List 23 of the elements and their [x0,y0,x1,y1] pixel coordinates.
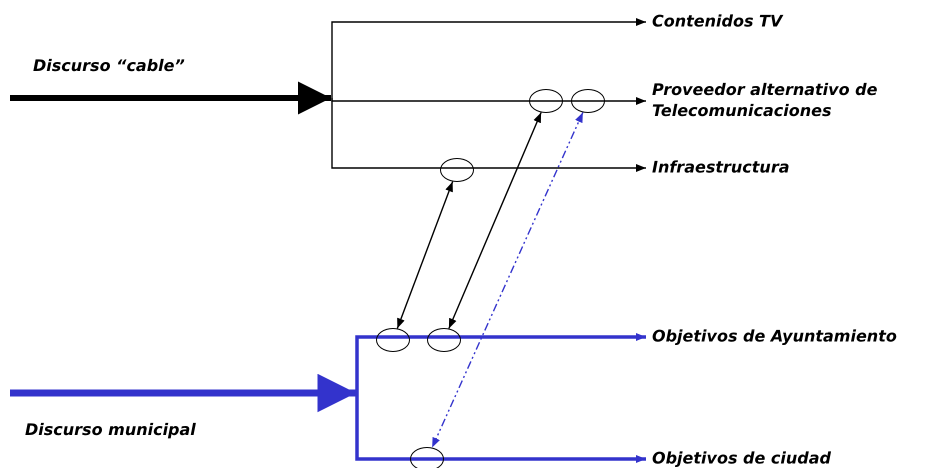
output-label: Infraestructura [652,158,790,178]
ellipse [410,447,444,468]
ellipse [440,158,474,182]
ellipse [376,328,410,352]
arrow [331,97,646,105]
ellipse [571,89,605,113]
arrow [331,18,646,98]
output-label: Proveedor alternativo de Telecomunicaciones [652,80,892,122]
output-label: Contenidos TV [652,12,782,32]
arrow [432,112,584,448]
thick-arrow [10,82,331,114]
input-label: Discurso municipal [25,420,196,439]
output-label: Objetivos de Ayuntamiento [652,326,897,348]
input-label: Discurso “cable” [33,56,185,75]
arrow [355,333,646,393]
arrow [448,112,542,329]
ellipse [427,328,461,352]
ellipse [529,89,563,113]
arrow [331,98,646,172]
output-label: Objetivos de ciudad [652,448,831,468]
thick-arrow [10,374,356,412]
arrow [355,393,646,463]
arrow [396,181,454,329]
